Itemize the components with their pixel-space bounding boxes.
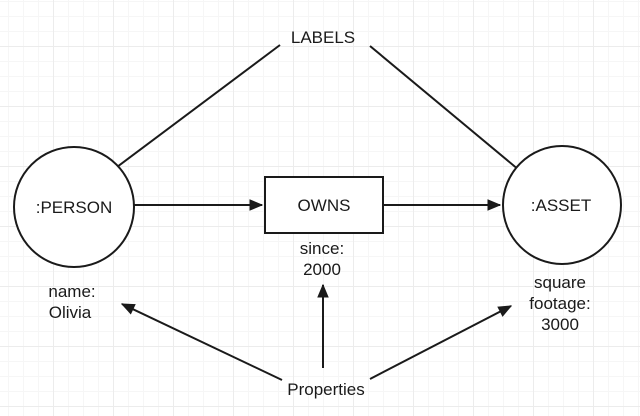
arrow-labels-to-asset bbox=[369, 45, 543, 190]
person-property-line-2: Olivia bbox=[49, 303, 92, 322]
labels-annotation: LABELS bbox=[291, 28, 355, 47]
edge-property-line-1: since: bbox=[300, 239, 344, 258]
properties-annotation: Properties bbox=[287, 380, 364, 399]
person-property-line-1: name: bbox=[48, 282, 95, 301]
arrow-properties-to-name bbox=[122, 303, 283, 381]
person-node-label: :PERSON bbox=[36, 198, 113, 217]
asset-property-line-1: square bbox=[534, 273, 586, 292]
arrow-properties-to-square-footage bbox=[369, 305, 511, 380]
owns-edge-label: OWNS bbox=[298, 196, 351, 215]
asset-node-label: :ASSET bbox=[531, 196, 591, 215]
person-node-circle bbox=[13, 146, 135, 268]
edge-property-line-2: 2000 bbox=[303, 260, 341, 279]
owns-edge-box bbox=[264, 176, 384, 234]
asset-node-circle bbox=[502, 145, 622, 265]
asset-property-line-3: 3000 bbox=[541, 315, 579, 334]
asset-property-line-2: footage: bbox=[529, 294, 590, 313]
arrow-labels-to-person bbox=[93, 44, 281, 186]
